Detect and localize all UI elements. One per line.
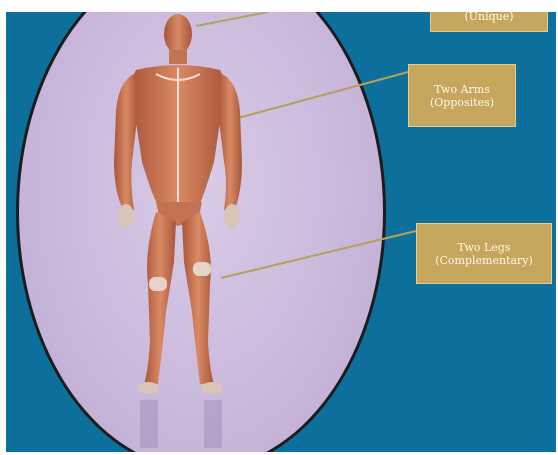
figure-right-knee — [193, 262, 211, 276]
figure-head — [164, 14, 192, 54]
figure-right-foot — [201, 382, 223, 394]
figure-left-knee — [149, 277, 167, 291]
label-head: (Unique) — [430, 12, 548, 32]
figure-reflection-right — [204, 400, 222, 448]
label-legs: Two Legs (Complementary) — [416, 223, 552, 284]
figure-reflection-left — [140, 400, 158, 448]
label-legs-line2: (Complementary) — [435, 254, 533, 267]
slide-background: (Unique) Two Arms (Opposites) Two Legs (… — [6, 12, 556, 452]
figure-neck — [169, 50, 187, 64]
label-arms-line1: Two Arms — [434, 83, 490, 96]
figure-right-leg — [182, 212, 214, 384]
figure-left-foot — [137, 382, 159, 394]
figure-left-leg — [144, 212, 176, 384]
label-arms: Two Arms (Opposites) — [408, 64, 516, 127]
figure-left-arm — [114, 74, 138, 212]
label-head-line2: (Unique) — [464, 12, 513, 23]
label-legs-line1: Two Legs — [458, 241, 511, 254]
figure-right-arm — [218, 74, 242, 212]
label-arms-line2: (Opposites) — [430, 96, 494, 109]
figure-right-hand — [224, 204, 240, 228]
figure-left-hand — [118, 204, 134, 228]
